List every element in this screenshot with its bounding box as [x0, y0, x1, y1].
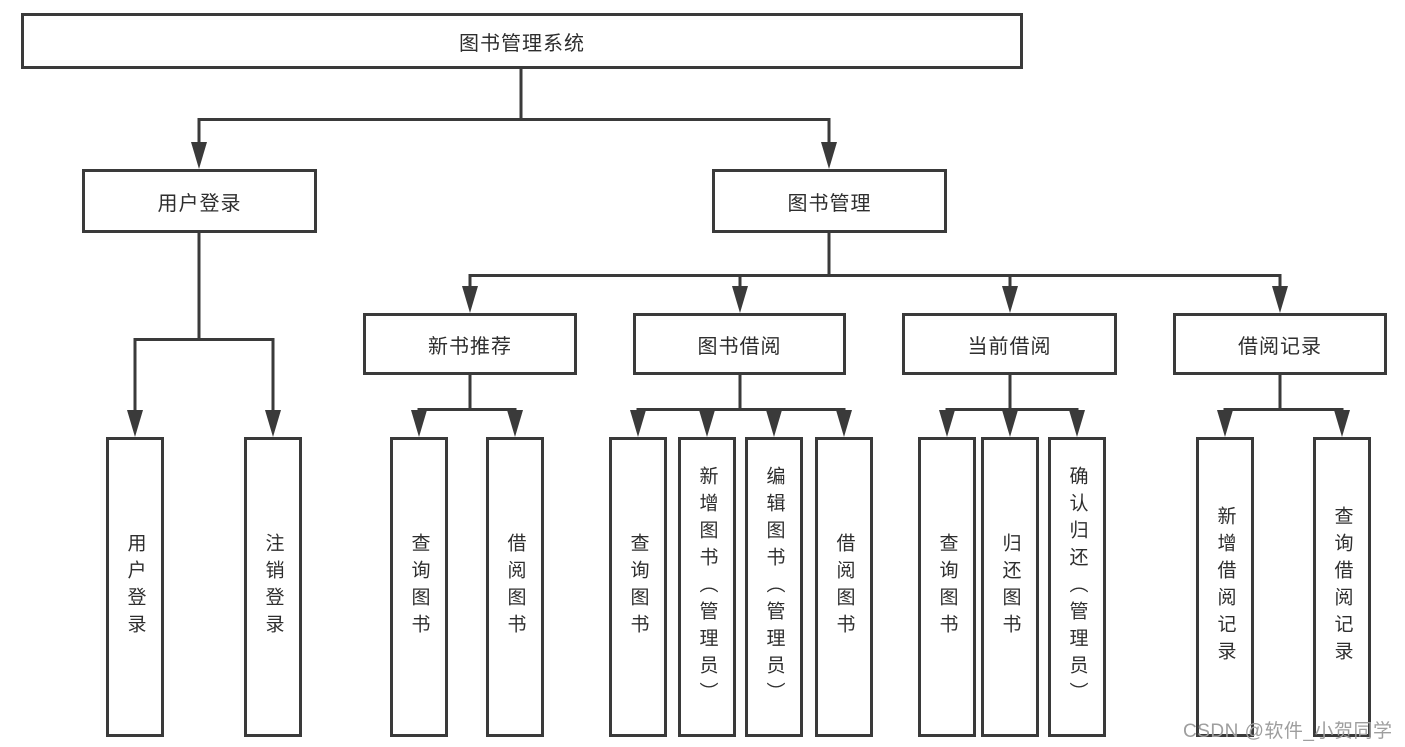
arrowheads: [127, 142, 1350, 437]
leaf-borrowing-query-books-label: 查询图书: [627, 533, 649, 641]
leaf-newbook-borrow-books-label: 借阅图书: [504, 533, 526, 641]
arrowhead: [1069, 410, 1085, 437]
leaf-return-books-label: 归还图书: [999, 533, 1021, 641]
arrowhead: [1217, 410, 1233, 437]
arrowhead: [699, 410, 715, 437]
arrowhead: [1002, 410, 1018, 437]
arrowhead: [191, 142, 207, 169]
arrowhead: [821, 142, 837, 169]
leaf-confirm-return-admin-label: 确认归还（管理员）: [1066, 465, 1088, 709]
arrowhead: [732, 286, 748, 313]
arrowhead: [1334, 410, 1350, 437]
leaf-current-query-books: 查询图书: [918, 437, 976, 737]
node-book-borrowing: 图书借阅: [633, 313, 846, 375]
leaf-borrowing-query-books: 查询图书: [609, 437, 667, 737]
leaf-user-login-label: 用户登录: [124, 533, 146, 641]
leaf-logout: 注销登录: [244, 437, 302, 737]
node-library-system: 图书管理系统: [21, 13, 1023, 69]
node-borrowing-records: 借阅记录: [1173, 313, 1387, 375]
node-new-book-recommend: 新书推荐: [363, 313, 577, 375]
arrowhead: [836, 410, 852, 437]
leaf-add-borrow-record: 新增借阅记录: [1196, 437, 1254, 737]
leaf-user-login: 用户登录: [106, 437, 164, 737]
leaf-return-books: 归还图书: [981, 437, 1039, 737]
leaf-query-borrow-record-label: 查询借阅记录: [1331, 506, 1353, 668]
tree-edges: [133, 69, 1344, 414]
leaf-borrowing-borrow-books: 借阅图书: [815, 437, 873, 737]
arrowhead: [630, 410, 646, 437]
arrowhead: [127, 410, 143, 437]
arrowhead: [265, 410, 281, 437]
arrowhead: [462, 286, 478, 313]
leaf-newbook-query-books: 查询图书: [390, 437, 448, 737]
leaf-confirm-return-admin: 确认归还（管理员）: [1048, 437, 1106, 737]
leaf-edit-books-admin: 编辑图书（管理员）: [745, 437, 803, 737]
leaf-edit-books-admin-label: 编辑图书（管理员）: [763, 465, 785, 709]
arrowhead: [411, 410, 427, 437]
arrowhead: [1272, 286, 1288, 313]
node-current-borrowing: 当前借阅: [902, 313, 1117, 375]
leaf-borrowing-borrow-books-label: 借阅图书: [833, 533, 855, 641]
leaf-add-books-admin-label: 新增图书（管理员）: [696, 465, 718, 709]
leaf-query-borrow-record: 查询借阅记录: [1313, 437, 1371, 737]
node-book-management: 图书管理: [712, 169, 947, 233]
leaf-logout-label: 注销登录: [262, 533, 284, 641]
arrowhead: [1002, 286, 1018, 313]
leaf-add-borrow-record-label: 新增借阅记录: [1214, 506, 1236, 668]
leaf-current-query-books-label: 查询图书: [936, 533, 958, 641]
leaf-add-books-admin: 新增图书（管理员）: [678, 437, 736, 737]
arrowhead: [766, 410, 782, 437]
arrowhead: [939, 410, 955, 437]
csdn-watermark: CSDN @软件_小贺同学: [1183, 721, 1393, 742]
arrowhead: [507, 410, 523, 437]
leaf-newbook-borrow-books: 借阅图书: [486, 437, 544, 737]
leaf-newbook-query-books-label: 查询图书: [408, 533, 430, 641]
node-user-login: 用户登录: [82, 169, 317, 233]
